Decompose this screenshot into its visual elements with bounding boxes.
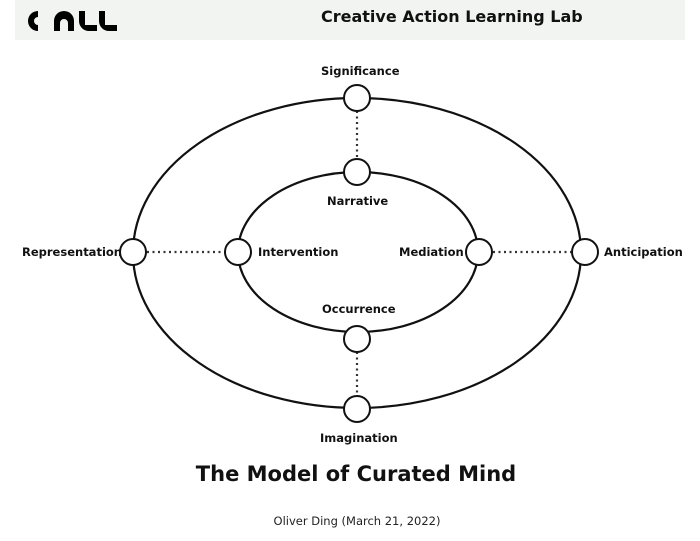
label-occurrence: Occurrence xyxy=(322,302,396,316)
label-narrative: Narrative xyxy=(327,194,389,208)
node-anticipation xyxy=(571,238,599,266)
header-banner: Creative Action Learning Lab xyxy=(15,0,685,40)
node-mediation xyxy=(465,238,493,266)
node-representation xyxy=(119,238,147,266)
brand-name: Creative Action Learning Lab xyxy=(321,7,583,26)
node-intervention xyxy=(224,238,252,266)
label-significance: Significance xyxy=(321,64,400,78)
diagram-title: The Model of Curated Mind xyxy=(195,462,517,486)
node-narrative xyxy=(343,158,371,186)
call-logo-icon xyxy=(28,11,117,31)
label-imagination: Imagination xyxy=(320,431,398,445)
node-imagination xyxy=(343,395,371,423)
label-mediation: Mediation xyxy=(399,245,464,259)
label-representation: Representation xyxy=(22,245,122,259)
label-intervention: Intervention xyxy=(258,245,339,259)
label-anticipation: Anticipation xyxy=(604,245,683,259)
node-significance xyxy=(343,84,371,112)
node-occurrence xyxy=(343,325,371,353)
author-credit: Oliver Ding (March 21, 2022) xyxy=(273,514,441,528)
